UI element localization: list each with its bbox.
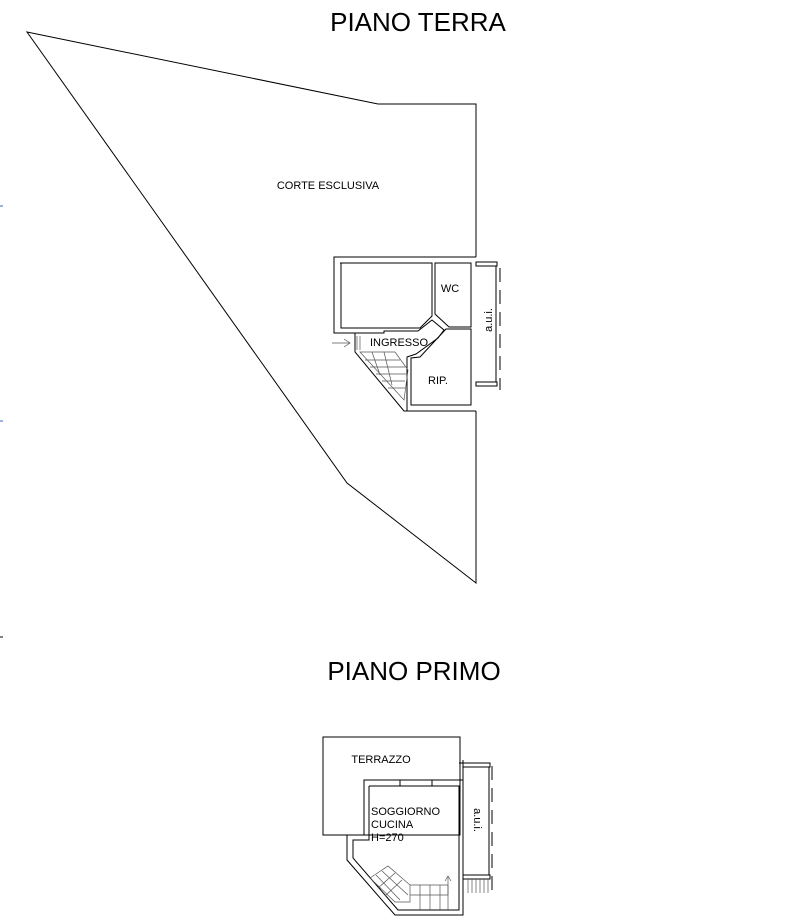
living-room-outer [346, 779, 464, 916]
first-floor-title: PIANO PRIMO [327, 656, 500, 686]
height-label: H=270 [371, 832, 404, 844]
staircase [369, 865, 449, 910]
storage-label: RIP. [428, 375, 448, 387]
entrance-label: INGRESSO [370, 337, 429, 349]
staircase [359, 351, 409, 401]
living-label: SOGGIORNO [371, 806, 441, 818]
kitchen-label: CUCINA [371, 819, 414, 831]
courtyard-boundary [25, 31, 477, 585]
courtyard-label: CORTE ESCLUSIVA [277, 180, 380, 192]
adjacent-unit-strip [462, 762, 493, 895]
first-floor-plan: TERRAZZO SOGGIORNO CUCINA H=270 [322, 736, 493, 916]
terrace [322, 736, 461, 836]
terrace-label: TERRAZZO [351, 754, 411, 766]
wc-label: WC [441, 283, 459, 295]
margin-ticks [0, 205, 3, 638]
adjacent-unit-label: a.u.i. [483, 308, 495, 332]
ground-floor-plan: CORTE ESCLUSIVA WC RIP. INGRESSO [25, 31, 501, 585]
adjacent-unit-label: a.u.i. [471, 808, 483, 832]
ground-floor-title: PIANO TERRA [330, 7, 506, 37]
wc-room [434, 262, 472, 328]
up-arrow-icon [444, 875, 452, 895]
storage-room [410, 328, 472, 406]
entrance-arrow-icon [332, 336, 361, 350]
room [340, 262, 433, 329]
adjacent-unit-strip [475, 261, 501, 390]
